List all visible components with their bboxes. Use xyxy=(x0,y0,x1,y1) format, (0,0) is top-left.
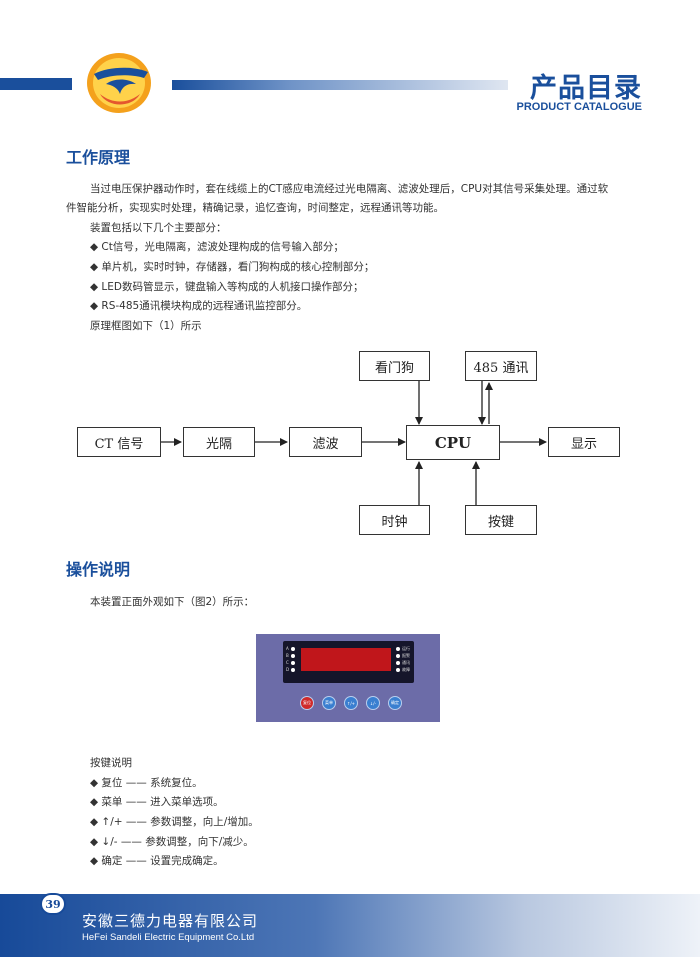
indicator-led xyxy=(396,668,400,672)
diagram-box-ct: CT 信号 xyxy=(77,427,161,457)
section-title-operation: 操作说明 xyxy=(66,560,131,579)
indicator-led xyxy=(396,647,400,651)
indicator-label: C xyxy=(286,660,289,665)
list-item: ◆ RS-485通讯模块构成的远程通讯监控部分。 xyxy=(90,300,308,312)
list-item: ◆ 复位 —— 系统复位。 xyxy=(90,777,203,789)
indicator-label: 报警 xyxy=(402,653,410,658)
diagram-box-filter: 滤波 xyxy=(289,427,362,457)
list-item: ◆ ↑/+ —— 参数调整，向上/增加。 xyxy=(90,816,259,828)
indicator-led xyxy=(290,647,295,651)
confirm-button[interactable]: 确定 xyxy=(388,696,402,710)
right-indicator-group: 运行 报警 通讯 故障 xyxy=(396,647,410,672)
indicator-led xyxy=(396,654,400,658)
indicator-led xyxy=(290,661,295,665)
diagram-caption: 原理框图如下（1）所示 xyxy=(90,320,202,332)
list-item: ◆ LED数码管显示，键盘输入等构成的人机接口操作部分； xyxy=(90,281,364,293)
company-logo xyxy=(87,53,151,113)
list-item: ◆ Ct信号，光电隔离，滤波处理构成的信号输入部分； xyxy=(90,241,344,253)
diagram-box-cpu: CPU xyxy=(406,425,500,460)
header-bar-left xyxy=(0,78,72,90)
diagram-box-display: 显示 xyxy=(548,427,620,457)
company-name-cn: 安徽三德力电器有限公司 xyxy=(82,912,259,930)
indicator-led xyxy=(396,661,400,665)
header-bar-right xyxy=(172,80,508,90)
paragraph-line: 件智能分析，实现实时处理，精确记录，追忆查询，时间整定，远程通讯等功能。 xyxy=(66,202,444,214)
device-intro: 本装置正面外观如下（图2）所示： xyxy=(90,596,255,608)
diagram-box-watchdog: 看门狗 xyxy=(359,351,430,381)
catalog-title-cn: 产品目录 xyxy=(530,73,642,104)
indicator-label: D xyxy=(286,667,290,672)
list-item: ◆ 菜单 —— 进入菜单选项。 xyxy=(90,796,224,808)
indicator-led xyxy=(290,654,295,658)
indicator-label: 通讯 xyxy=(402,660,410,665)
down-button[interactable]: ↓/- xyxy=(366,696,380,710)
diagram-box-485: 485 通讯 xyxy=(465,351,537,381)
device-button-row: 复位 菜单 ↑/+ ↓/- 确定 xyxy=(300,696,402,710)
list-item: ◆ ↓/- —— 参数调整，向下/减少。 xyxy=(90,836,254,848)
indicator-label: 运行 xyxy=(402,646,410,651)
indicator-label: 故障 xyxy=(402,667,410,672)
device-led-display xyxy=(301,648,391,671)
page-number: 39 xyxy=(40,893,66,915)
diagram-box-keys: 按键 xyxy=(465,505,537,535)
indicator-label: B xyxy=(286,653,289,658)
catalog-title-en: PRODUCT CATALOGUE xyxy=(516,101,642,113)
section-title-principle: 工作原理 xyxy=(66,148,131,167)
parts-intro: 装置包括以下几个主要部分： xyxy=(90,222,227,234)
diagram-box-optical: 光隔 xyxy=(183,427,255,457)
company-name-en: HeFei Sandeli Electric Equipment Co.Ltd xyxy=(82,932,255,943)
left-indicator-group: A B C D xyxy=(286,646,296,672)
menu-button[interactable]: 菜单 xyxy=(322,696,336,710)
indicator-led xyxy=(291,668,296,672)
list-item: ◆ 单片机，实时时钟，存储器，看门狗构成的核心控制部分； xyxy=(90,261,375,273)
up-button[interactable]: ↑/+ xyxy=(344,696,358,710)
diagram-box-clock: 时钟 xyxy=(359,505,430,535)
reset-button[interactable]: 复位 xyxy=(300,696,314,710)
keys-title: 按键说明 xyxy=(90,757,132,769)
list-item: ◆ 确定 —— 设置完成确定。 xyxy=(90,855,224,867)
paragraph-line: 当过电压保护器动作时，套在线缆上的CT感应电流经过光电隔离、滤波处理后，CPU对… xyxy=(90,183,609,195)
indicator-label: A xyxy=(286,646,289,651)
footer-band xyxy=(0,894,700,957)
